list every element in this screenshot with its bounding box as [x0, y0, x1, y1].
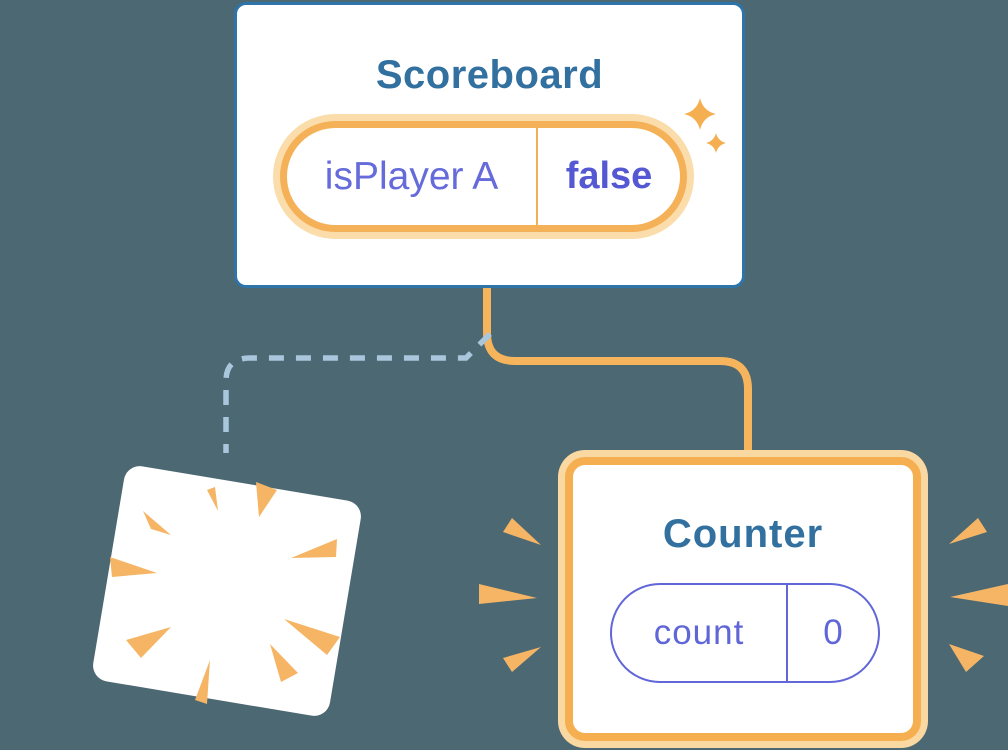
emphasis-ray-icon: [950, 584, 1008, 606]
emphasis-ray-icon: [949, 644, 984, 672]
counter-state-pill: count 0: [610, 583, 880, 683]
emphasis-ray-icon: [503, 518, 541, 545]
pill-divider: [786, 585, 788, 681]
state-pill-label: isPlayer A: [324, 154, 499, 198]
state-pill-label: count: [653, 613, 745, 652]
emphasis-ray-icon: [503, 647, 541, 672]
counter-title: Counter: [662, 512, 824, 556]
dashed-connector-line: [223, 332, 492, 453]
pill-divider: [536, 128, 538, 225]
scoreboard-title: Scoreboard: [375, 53, 604, 97]
destroyed-component-card: [90, 463, 364, 719]
scoreboard-state-pill: isPlayer A false: [280, 121, 687, 232]
emphasis-ray-icon: [479, 584, 537, 604]
state-pill-value: 0: [823, 613, 843, 652]
emphasis-ray-icon: [949, 518, 987, 544]
scoreboard-component-card: Scoreboard isPlayer A false: [234, 2, 745, 288]
orange-connector-line: [483, 288, 752, 456]
counter-component-card: Counter count 0: [565, 457, 921, 741]
state-pill-value: false: [565, 155, 653, 197]
